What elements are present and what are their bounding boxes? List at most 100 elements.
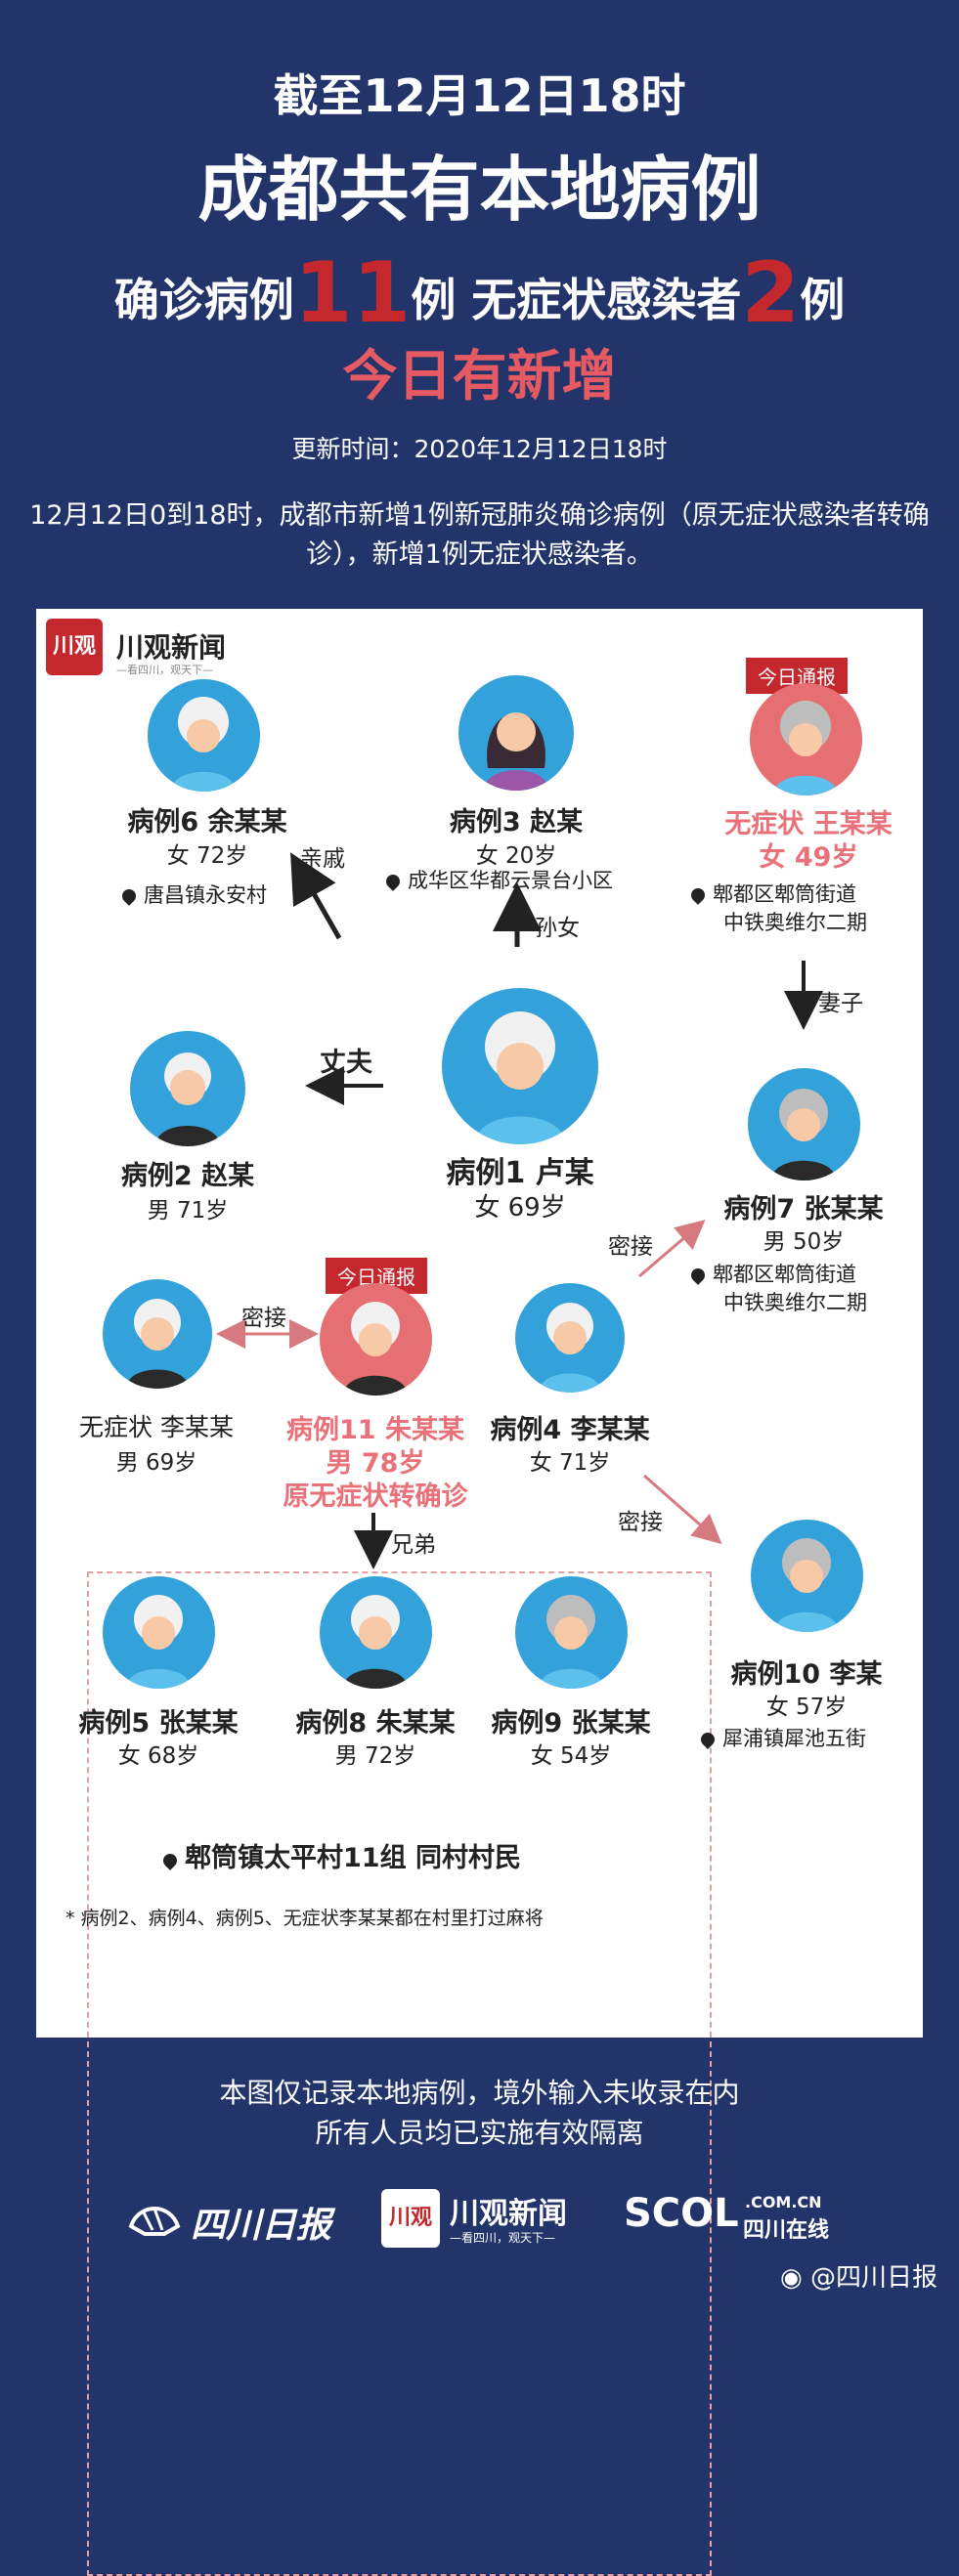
case7-location-1: 郫都区郫筒街道 [688,1259,856,1288]
location-pin-icon [119,886,139,906]
case6-avatar [148,679,260,792]
case7-location-2: 中铁奥维尔二期 [723,1291,867,1314]
case11-avatar [320,1283,432,1395]
location-pin-icon [688,1266,708,1285]
wang-name: 无症状 王某某 [724,809,893,839]
woman-icon [539,1595,603,1689]
case8-name: 病例8 朱某某 [295,1708,456,1739]
wang-avatar [750,683,862,795]
case8-info: 男 72岁 [334,1743,416,1769]
case4-avatar [515,1283,625,1393]
brand-name: 川观新闻 [116,631,227,664]
arrow-contact-c10 [643,1474,722,1544]
elderly-woman-icon [475,1011,565,1144]
intro-text: 12月12日0到18时，成都市新增1例新冠肺炎确诊病例（原无症状感染者转确诊），… [29,500,930,570]
case6-name: 病例6 余某某 [127,807,287,837]
case5-name: 病例5 张某某 [78,1708,239,1739]
case10-name: 病例10 李某 [730,1659,883,1690]
case3-location: 成华区华都云景台小区 [383,865,613,894]
elderly-man-icon [343,1302,408,1395]
elderly-man-icon [126,1299,189,1389]
li-avatar [103,1279,212,1389]
rel-contact-1: 密接 [608,1234,653,1260]
case6-location: 唐昌镇永安村 [119,880,267,909]
asymptomatic-count: 2 [741,244,801,342]
case2-info: 男 71岁 [147,1198,229,1224]
rel-granddaughter: 孙女 [535,916,580,941]
today-new: 今日有新增 [342,345,617,408]
header-title: 成都共有本地病例 [197,149,762,231]
case10-location: 犀浦镇犀池五街 [698,1723,866,1752]
header-counts: 确诊病例11例 无症状感染者2例 [113,244,846,342]
case3-name: 病例3 赵某 [449,807,584,837]
footer-line1: 本图仅记录本地病例，境外输入未收录在内 [219,2077,740,2109]
rel-relatives: 亲戚 [300,846,345,872]
case2-avatar [130,1031,245,1146]
case10-info: 女 57岁 [765,1695,848,1720]
chuanguan-logo: 川观 [46,619,103,675]
location-pin-icon [698,1730,718,1749]
case7-name: 病例7 张某某 [723,1194,884,1224]
rel-brother: 兄弟 [391,1532,436,1558]
weibo-watermark: ◉ @四川日报 [780,2263,937,2293]
case1-name: 病例1 卢某 [446,1156,594,1190]
rel-husband: 丈夫 [320,1048,372,1078]
case2-name: 病例2 赵某 [120,1161,255,1191]
case9-info: 女 54岁 [530,1743,612,1769]
location-pin-icon [160,1851,180,1870]
case4-name: 病例4 李某某 [490,1415,650,1445]
chuanguan-bottom-sub: —看四川，观天下— [450,2231,556,2245]
man-icon [771,1089,836,1181]
case4-info: 女 71岁 [529,1450,611,1476]
li-info: 男 69岁 [115,1450,197,1476]
case-diagram-card: 川观 川观新闻 —看四川，观天下— 亲戚 孙女 妻子 丈夫 密接 密接 [36,609,923,2576]
case11-name: 病例11 朱某某 [286,1415,464,1445]
village-label: 郫筒镇太平村11组 同村村民 [160,1836,521,1874]
rel-contact-2: 密接 [241,1306,286,1331]
location-pin-icon [383,872,403,891]
wang-location-1: 郫都区郫筒街道 [688,879,856,908]
footer-line2: 所有人员均已实施有效隔离 [315,2117,644,2149]
scol-domain: .COM.CN [745,2193,822,2211]
case10-avatar [751,1520,863,1632]
sichuan-daily-text: 四川日报 [191,2205,332,2246]
sichuan-daily-emblem-icon [128,2207,181,2236]
elderly-man-icon [343,1595,408,1689]
mahjong-note: * 病例2、病例4、病例5、无症状李某某都在村里打过麻将 [65,1908,544,1929]
rel-wife: 妻子 [818,991,863,1016]
wang-info: 女 49岁 [759,842,858,873]
elderly-man-icon [155,1052,220,1146]
case7-info: 男 50岁 [763,1229,845,1255]
wang-location-2: 中铁奥维尔二期 [723,911,867,934]
scol-logo: SCOL [624,2191,739,2236]
elderly-woman-icon [126,1595,191,1689]
arrow-relatives [290,852,342,940]
case3-avatar [458,675,574,791]
case1-info: 女 69岁 [474,1193,566,1223]
case6-info: 女 72岁 [166,843,248,869]
case5-avatar [103,1576,215,1689]
young-woman-icon [484,712,548,791]
case9-name: 病例9 张某某 [491,1708,651,1739]
case11-extra: 原无症状转确诊 [283,1481,468,1512]
case11-info: 男 78岁 [326,1448,425,1479]
chuanguan-bottom-text: 川观新闻 [450,2197,567,2231]
case8-avatar [320,1576,432,1689]
case5-info: 女 68岁 [117,1743,199,1769]
case1-avatar [442,988,598,1144]
woman-icon [773,701,838,795]
brand-slogan: —看四川，观天下— [116,664,213,676]
case7-avatar [748,1068,860,1181]
update-time: 更新时间：2020年12月12日18时 [291,435,668,463]
sichuan-daily-logo [125,2197,184,2240]
case3-info: 女 20岁 [475,843,557,869]
elderly-woman-icon [774,1538,839,1632]
relationship-arrows [216,852,823,1569]
li-name: 无症状 李某某 [79,1413,234,1441]
case9-avatar [515,1576,628,1689]
elderly-woman-icon [171,697,236,792]
elderly-woman-icon [539,1303,601,1393]
weibo-icon: ◉ [780,2263,810,2293]
confirmed-count: 11 [293,244,412,342]
location-pin-icon [688,885,708,905]
